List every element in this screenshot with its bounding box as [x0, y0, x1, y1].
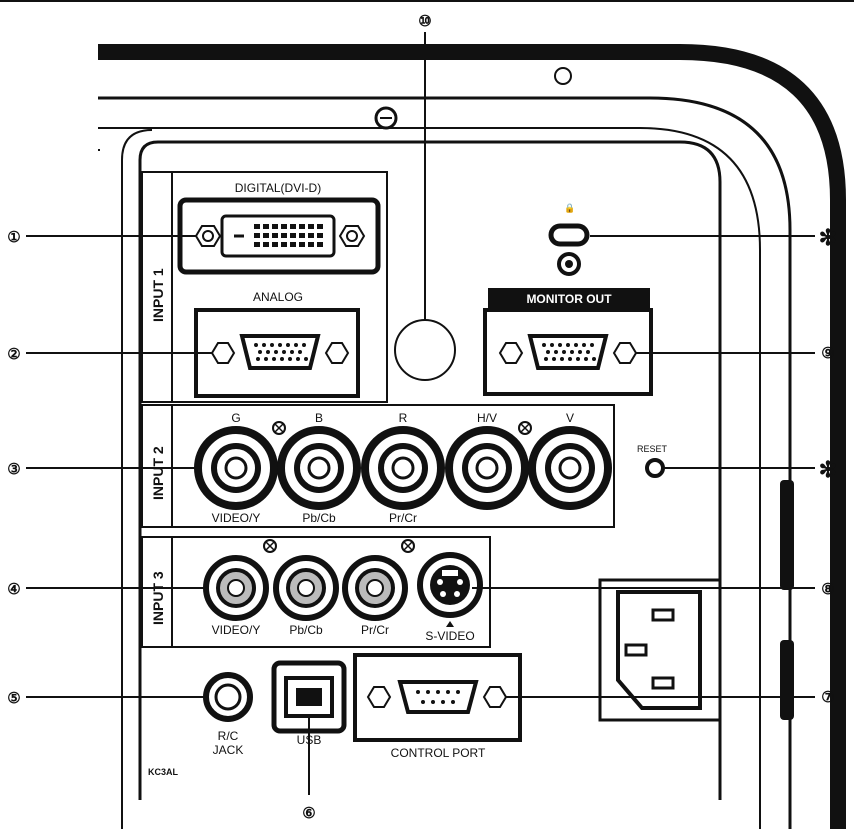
bnc-g-label: G	[231, 411, 240, 425]
control-port-label: CONTROL PORT	[391, 746, 486, 760]
rc-jack-port[interactable]	[203, 672, 253, 722]
vga-monitor-out-port[interactable]	[527, 334, 609, 370]
housing-inner-2	[98, 127, 761, 829]
model-code: KC3AL	[148, 767, 179, 777]
svideo-port[interactable]	[417, 552, 483, 618]
rca-pr-cr-port[interactable]	[342, 555, 408, 621]
rca-video-y-label: VIDEO/Y	[212, 623, 261, 637]
reset-label: RESET	[637, 444, 668, 454]
hex-screw-icon	[498, 342, 524, 364]
bnc-pb-cb-label: Pb/Cb	[302, 511, 336, 525]
infrared-receiver	[394, 319, 456, 381]
hex-screw-icon	[324, 342, 350, 364]
bnc-v-port[interactable]	[528, 426, 612, 510]
triangle-marker-icon	[446, 621, 454, 627]
bnc-g-port[interactable]	[194, 426, 278, 510]
hex-screw-icon	[366, 686, 392, 708]
hex-screw-icon	[210, 342, 236, 364]
screw-icon	[272, 421, 286, 435]
dvi-pins	[254, 224, 323, 247]
callout-8: ⑧	[821, 581, 834, 598]
screw-icon	[518, 421, 532, 435]
input3-group	[141, 536, 491, 648]
hex-screw-icon	[482, 686, 508, 708]
callout-star-lock: ✻	[819, 225, 837, 250]
callout-4: ④	[7, 581, 20, 598]
bnc-b-port[interactable]	[277, 426, 361, 510]
hex-screw-icon	[338, 225, 366, 247]
hole-icon	[554, 67, 572, 85]
monitor-out-banner	[488, 288, 650, 308]
kensington-slot[interactable]	[548, 223, 590, 247]
lock-icon: 🔒	[564, 203, 575, 213]
input1-label: INPUT 1	[150, 268, 166, 322]
svideo-label: S-VIDEO	[425, 629, 474, 643]
bnc-r-port[interactable]	[361, 426, 445, 510]
rca-pb-cb-port[interactable]	[273, 555, 339, 621]
input2-group	[141, 404, 615, 528]
analog-label: ANALOG	[253, 290, 303, 304]
bnc-v-label: V	[566, 411, 574, 425]
panel-plate	[138, 140, 722, 800]
rca-video-port[interactable]	[203, 555, 269, 621]
callout-10: ⑩	[418, 13, 431, 30]
input3-label: INPUT 3	[150, 571, 166, 625]
bnc-r-label: R	[399, 411, 408, 425]
bnc-hv-label: H/V	[477, 411, 497, 425]
hex-screw-icon	[194, 225, 222, 247]
callout-star-reset: ✻	[819, 457, 837, 482]
bnc-pr-cr-label: Pr/Cr	[389, 511, 417, 525]
housing-inner	[98, 96, 792, 829]
callout-9: ⑨	[821, 345, 834, 362]
power-inlet-frame	[598, 578, 722, 722]
screw-icon	[263, 539, 277, 553]
rc-jack-label-1: R/C	[218, 729, 239, 743]
dvi-label: DIGITAL(DVI-D)	[235, 181, 321, 195]
bnc-b-label: B	[315, 411, 323, 425]
housing-outer	[98, 44, 846, 829]
callout-6: ⑥	[302, 805, 315, 822]
input2-label: INPUT 2	[150, 446, 166, 500]
bnc-video-y-label: VIDEO/Y	[212, 511, 261, 525]
rca-pr-cr-label: Pr/Cr	[361, 623, 389, 637]
power-inlet[interactable]	[616, 590, 702, 710]
rc-jack-label-2: JACK	[213, 743, 244, 757]
callout-1: ①	[7, 229, 20, 246]
callout-5: ⑤	[7, 690, 20, 707]
latch	[780, 480, 794, 590]
bnc-hv-port[interactable]	[445, 426, 529, 510]
callout-3: ③	[7, 461, 20, 478]
input1-group	[141, 171, 388, 403]
vga-analog-port[interactable]	[239, 334, 321, 370]
monitor-out-label: MONITOR OUT	[526, 292, 612, 306]
reset-button[interactable]	[645, 458, 665, 478]
rca-pb-cb-label: Pb/Cb	[289, 623, 323, 637]
callout-7: ⑦	[821, 689, 834, 706]
callout-2: ②	[7, 346, 20, 363]
screw-icon	[401, 539, 415, 553]
serial-control-port[interactable]	[397, 680, 479, 714]
hex-screw-icon	[612, 342, 638, 364]
